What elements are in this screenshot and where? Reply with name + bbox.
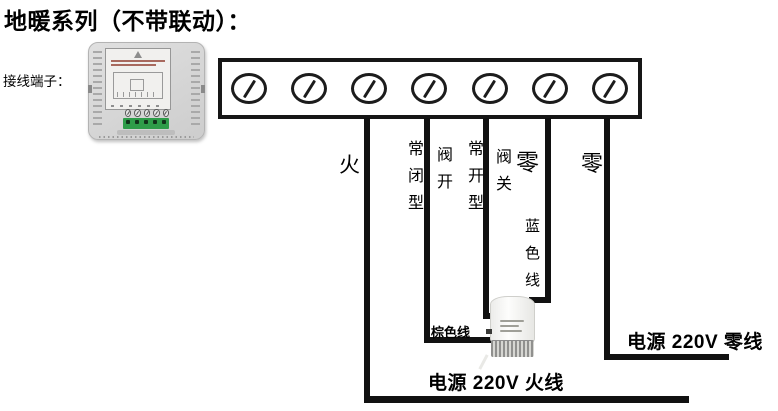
thermostat-device-photo: [88, 42, 205, 140]
warning-triangle-icon: [134, 51, 142, 58]
wire-no-vertical: [483, 118, 489, 319]
vent-slots-left-icon: [93, 51, 102, 129]
label-live: 火: [339, 154, 360, 177]
fine-print-line: [111, 64, 156, 66]
terminal-hole: [125, 120, 130, 124]
terminal-caption: 接线端子：: [3, 74, 71, 89]
screw-icon: [153, 109, 160, 117]
device-recess: [117, 130, 175, 135]
screw-slot: [483, 79, 497, 98]
terminal-hole: [162, 120, 167, 124]
wire-nc-vertical: [424, 118, 430, 343]
label-valve-close: 阀关: [493, 148, 510, 202]
actuator-body: [490, 296, 535, 342]
terminal-screw-row: [222, 62, 638, 115]
page-title: 地暖系列（不带联动）：: [4, 8, 251, 34]
thermostat-screw-row: [125, 109, 170, 117]
screw-icon: [125, 109, 132, 117]
label-power-live-line: 电源 220V 火线: [428, 373, 564, 394]
label-neutral-valve: 零: [516, 149, 539, 175]
mini-wiring-schematic: [113, 72, 163, 99]
mounting-tab-left: [88, 85, 92, 93]
label-normally-open-type: 常开型: [465, 140, 482, 221]
label-normally-closed-type: 常闭型: [405, 140, 422, 221]
wire-neutral-power-vertical: [604, 118, 610, 360]
screw-terminal-icon: [411, 73, 448, 104]
screw-terminal-icon: [231, 73, 267, 104]
screw-icon: [143, 109, 151, 117]
terminal-hole: [134, 120, 139, 124]
screw-icon: [134, 109, 141, 117]
wire-brown-horizontal: [424, 337, 493, 343]
fine-print-line: [111, 60, 165, 62]
screw-slot: [362, 79, 376, 98]
terminal-hole: [153, 120, 158, 124]
wire-neutral-valve-vertical: [545, 118, 551, 303]
label-blue-wire: 蓝色线: [523, 218, 540, 299]
screw-slot: [422, 79, 437, 98]
wire-live-vertical: [364, 118, 370, 403]
screw-slot: [543, 79, 557, 98]
mini-terminal-labels: [111, 105, 163, 107]
label-valve-open: 阀开: [434, 146, 451, 200]
mounting-tab-right: [201, 85, 205, 93]
vent-dots-bottom-icon: [99, 136, 194, 138]
wire-live-power-horizontal: [364, 396, 689, 403]
screw-terminal-icon: [471, 73, 508, 104]
actuator-collar: [491, 340, 534, 357]
label-neutral-power: 零: [581, 151, 604, 176]
vent-slots-right-icon: [191, 51, 200, 129]
wire-neutral-power-horizontal: [604, 354, 729, 360]
mini-schematic-ticks: [117, 92, 157, 97]
screw-terminal-icon: [591, 73, 628, 104]
screw-terminal-icon: [291, 73, 328, 104]
terminal-hole: [143, 120, 148, 124]
thermostat-label-panel: [105, 48, 171, 110]
screw-terminal-icon: [351, 73, 388, 104]
screw-icon: [162, 109, 170, 117]
green-terminal-block: [123, 118, 169, 129]
label-brown-wire: 棕色线: [431, 325, 471, 340]
label-power-neutral-line: 电源 220V 零线: [627, 332, 763, 353]
terminal-block: [218, 58, 642, 119]
actuator-fine-print: [500, 320, 524, 335]
mini-schematic-box: [130, 79, 144, 91]
screw-slot: [603, 79, 617, 98]
screw-terminal-icon: [531, 73, 568, 104]
wire-blue-stub-horizontal: [529, 297, 551, 303]
actuator-connector-tab: [486, 329, 492, 334]
valve-actuator-photo: [478, 296, 536, 370]
screw-slot: [302, 79, 316, 98]
screw-slot: [242, 79, 256, 98]
